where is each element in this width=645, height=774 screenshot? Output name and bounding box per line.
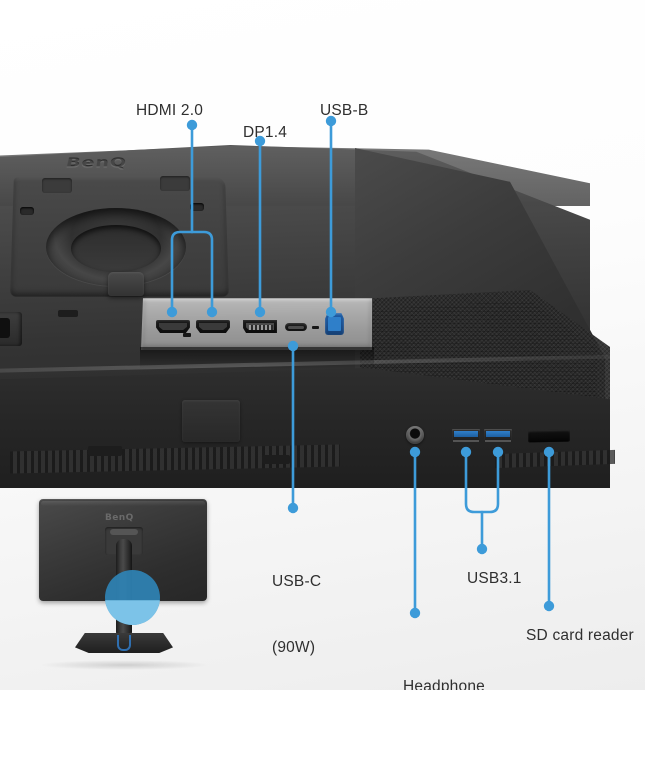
thumbnail-benq-logo: BenQ [105, 513, 134, 523]
headphone-jack-port [406, 426, 424, 444]
vesa-tab [42, 178, 72, 193]
label-sd-card-reader: SD card reader [526, 625, 634, 647]
label-hdmi: HDMI 2.0 [136, 100, 203, 122]
thumbnail-vesa-slot [110, 529, 138, 535]
monitor-photo: BenQ [0, 0, 645, 690]
service-slot [183, 333, 191, 337]
hdmi-port-2 [196, 320, 230, 333]
usb31-port-2 [484, 429, 512, 442]
label-usb-c-line2: (90W) [272, 637, 321, 659]
thumbnail-shadow [40, 660, 210, 670]
label-headphone-line1: Headphone [403, 676, 485, 690]
white-bottom-band [0, 690, 645, 774]
service-slot [312, 326, 319, 329]
cable-clip [108, 272, 144, 296]
benq-logo-emboss: BenQ [64, 156, 175, 171]
kensington-lock-slot [0, 318, 10, 338]
panel-notch [262, 455, 290, 464]
label-usb-b: USB-B [320, 100, 368, 122]
usb31-port-1 [452, 429, 480, 442]
io-bay-shadow [140, 347, 374, 369]
label-usb-c: USB-C (90W) [272, 527, 321, 690]
lower-panel-plate [182, 400, 240, 442]
thumbnail-cable-clip [117, 635, 131, 651]
vesa-hole [190, 203, 204, 211]
vesa-tab [160, 176, 190, 191]
label-dp: DP1.4 [243, 122, 287, 144]
label-usb-c-line1: USB-C [272, 571, 321, 593]
label-usb31: USB3.1 [467, 568, 522, 590]
displayport-port [243, 320, 277, 333]
panel-notch [58, 310, 78, 317]
usb-b-port [325, 313, 344, 335]
sd-card-slot [528, 430, 570, 443]
usb-c-port [285, 323, 307, 331]
hdmi-port-1 [156, 320, 190, 333]
label-headphone-jack: Headphone Jack [403, 632, 485, 690]
panel-notch [88, 446, 122, 456]
thumbnail-panel-edge [41, 501, 205, 506]
vesa-hole [20, 207, 34, 215]
kensington-lock-housing [0, 312, 22, 346]
